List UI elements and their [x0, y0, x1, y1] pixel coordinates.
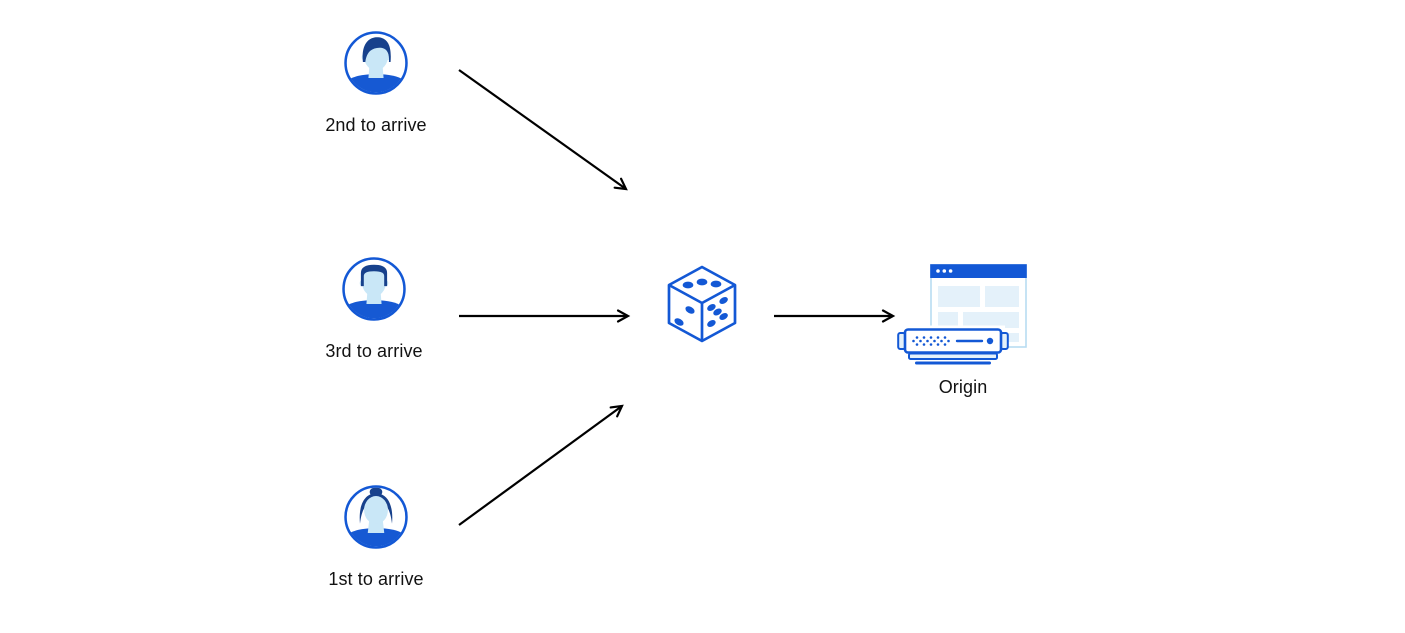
origin-label: Origin [938, 377, 988, 397]
arrow-client1-to-dice [458, 404, 624, 526]
browser-window-dots [936, 269, 953, 273]
dice-cube-outline [667, 265, 737, 343]
man-flat-top-hair-avatar-icon [342, 257, 406, 321]
server-status-light [986, 337, 994, 345]
dice-icon [667, 265, 737, 343]
random-selector-node [665, 263, 739, 351]
browser-title-bar [930, 264, 1027, 278]
origin-node: Origin [893, 261, 1033, 398]
client-node-2nd-to-arrive: 2nd to arrive [296, 30, 456, 136]
browser-window-and-server-icon [897, 264, 1027, 365]
server-vent-dots [912, 336, 950, 346]
client-label: 1st to arrive [328, 569, 424, 589]
server-base [908, 352, 998, 360]
woman-bun-hair-avatar-icon [344, 485, 408, 549]
client-node-1st-to-arrive: 1st to arrive [296, 484, 456, 590]
server-foot [915, 361, 991, 365]
arrow-client2-to-dice [458, 69, 628, 191]
dice-pips [674, 278, 728, 327]
client-label: 3rd to arrive [325, 341, 423, 361]
server [897, 325, 1009, 365]
client-label: 2nd to arrive [325, 115, 427, 135]
man-side-swept-hair-avatar-icon [344, 31, 408, 95]
client-node-3rd-to-arrive: 3rd to arrive [294, 256, 454, 362]
